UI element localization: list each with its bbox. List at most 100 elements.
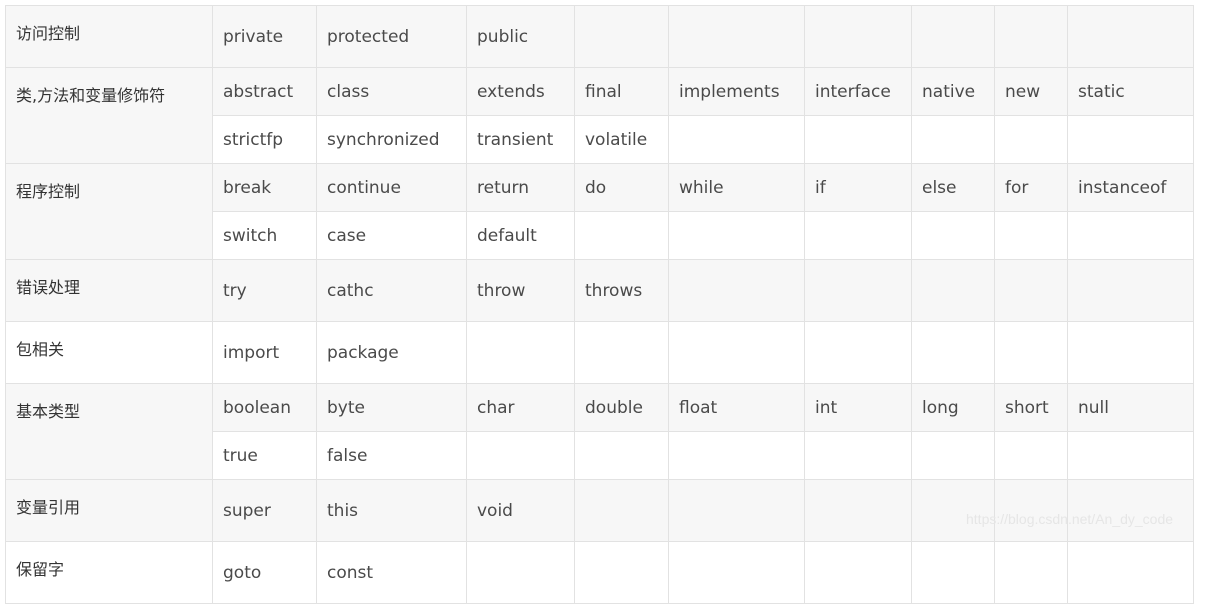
keyword-cell: cathc	[316, 259, 467, 322]
category-label: 访问控制	[5, 5, 213, 68]
keyword-cell: try	[212, 259, 317, 322]
keyword-cell: public	[466, 5, 575, 68]
empty-cell	[911, 259, 995, 322]
empty-cell	[574, 431, 669, 480]
keyword-cell: do	[574, 163, 669, 212]
category-label: 程序控制	[5, 163, 213, 260]
empty-cell	[466, 541, 575, 604]
empty-cell	[1067, 479, 1194, 542]
empty-cell	[574, 5, 669, 68]
category-label: 类,方法和变量修饰符	[5, 67, 213, 164]
keyword-cell: extends	[466, 67, 575, 116]
empty-cell	[911, 479, 995, 542]
empty-cell	[804, 321, 912, 384]
keyword-cell: float	[668, 383, 805, 432]
empty-cell	[668, 5, 805, 68]
empty-cell	[668, 431, 805, 480]
empty-cell	[1067, 5, 1194, 68]
empty-cell	[804, 541, 912, 604]
keyword-cell: byte	[316, 383, 467, 432]
keyword-cell: double	[574, 383, 669, 432]
keyword-cell: new	[994, 67, 1068, 116]
table-row: true false	[6, 431, 1194, 480]
keyword-cell: transient	[466, 115, 575, 164]
keyword-cell: throw	[466, 259, 575, 322]
empty-cell	[911, 541, 995, 604]
keyword-cell: throws	[574, 259, 669, 322]
keyword-cell: volatile	[574, 115, 669, 164]
keyword-cell: final	[574, 67, 669, 116]
empty-cell	[804, 5, 912, 68]
empty-cell	[911, 115, 995, 164]
keyword-cell: package	[316, 321, 467, 384]
keyword-cell: import	[212, 321, 317, 384]
empty-cell	[668, 115, 805, 164]
empty-cell	[804, 211, 912, 260]
keyword-cell: implements	[668, 67, 805, 116]
keyword-cell: switch	[212, 211, 317, 260]
empty-cell	[574, 211, 669, 260]
empty-cell	[1067, 211, 1194, 260]
empty-cell	[911, 211, 995, 260]
keyword-cell: boolean	[212, 383, 317, 432]
empty-cell	[804, 259, 912, 322]
empty-cell	[911, 321, 995, 384]
keyword-cell: int	[804, 383, 912, 432]
table-row: switch case default	[6, 211, 1194, 260]
keyword-cell: for	[994, 163, 1068, 212]
empty-cell	[574, 321, 669, 384]
keyword-cell: long	[911, 383, 995, 432]
empty-cell	[1067, 259, 1194, 322]
keyword-cell: null	[1067, 383, 1194, 432]
keyword-cell: native	[911, 67, 995, 116]
empty-cell	[994, 321, 1068, 384]
table-row: 错误处理 try cathc throw throws	[5, 259, 1194, 322]
keyword-cell: continue	[316, 163, 467, 212]
keyword-cell: short	[994, 383, 1068, 432]
empty-cell	[994, 5, 1068, 68]
table-row: 保留字 goto const	[5, 541, 1194, 604]
empty-cell	[994, 211, 1068, 260]
table-row: 类,方法和变量修饰符 abstract class extends final …	[5, 67, 1194, 164]
keyword-cell: interface	[804, 67, 912, 116]
empty-cell	[1067, 431, 1194, 480]
keyword-cell: case	[316, 211, 467, 260]
keyword-cell: synchronized	[316, 115, 467, 164]
empty-cell	[994, 541, 1068, 604]
empty-cell	[804, 431, 912, 480]
keyword-cell: strictfp	[212, 115, 317, 164]
empty-cell	[466, 321, 575, 384]
table-row: 变量引用 super this void	[5, 479, 1194, 542]
keyword-cell: class	[316, 67, 467, 116]
keyword-cell: true	[212, 431, 317, 480]
category-label: 包相关	[5, 321, 213, 384]
keyword-cell: else	[911, 163, 995, 212]
empty-cell	[994, 259, 1068, 322]
category-label: 保留字	[5, 541, 213, 604]
keyword-cell: default	[466, 211, 575, 260]
category-label: 错误处理	[5, 259, 213, 322]
keyword-cell: abstract	[212, 67, 317, 116]
empty-cell	[1067, 115, 1194, 164]
empty-cell	[911, 431, 995, 480]
keyword-table: 访问控制 private protected public 类,方法和变量修饰符…	[5, 5, 1194, 604]
empty-cell	[994, 115, 1068, 164]
table-row: 程序控制 break continue return do while if e…	[5, 163, 1194, 260]
keyword-cell: void	[466, 479, 575, 542]
watermark-text: https://blog.csdn.net/An_dy_code	[966, 511, 1174, 527]
table-row: 包相关 import package	[5, 321, 1194, 384]
keyword-cell: const	[316, 541, 467, 604]
keyword-cell: false	[316, 431, 467, 480]
keyword-cell: goto	[212, 541, 317, 604]
empty-cell	[466, 431, 575, 480]
empty-cell	[994, 431, 1068, 480]
empty-cell	[668, 479, 805, 542]
empty-cell	[668, 259, 805, 322]
empty-cell	[1067, 321, 1194, 384]
keyword-cell: private	[212, 5, 317, 68]
category-label: 变量引用	[5, 479, 213, 542]
table-row: 访问控制 private protected public	[5, 5, 1194, 68]
empty-cell	[668, 321, 805, 384]
empty-cell	[574, 479, 669, 542]
keyword-cell: char	[466, 383, 575, 432]
